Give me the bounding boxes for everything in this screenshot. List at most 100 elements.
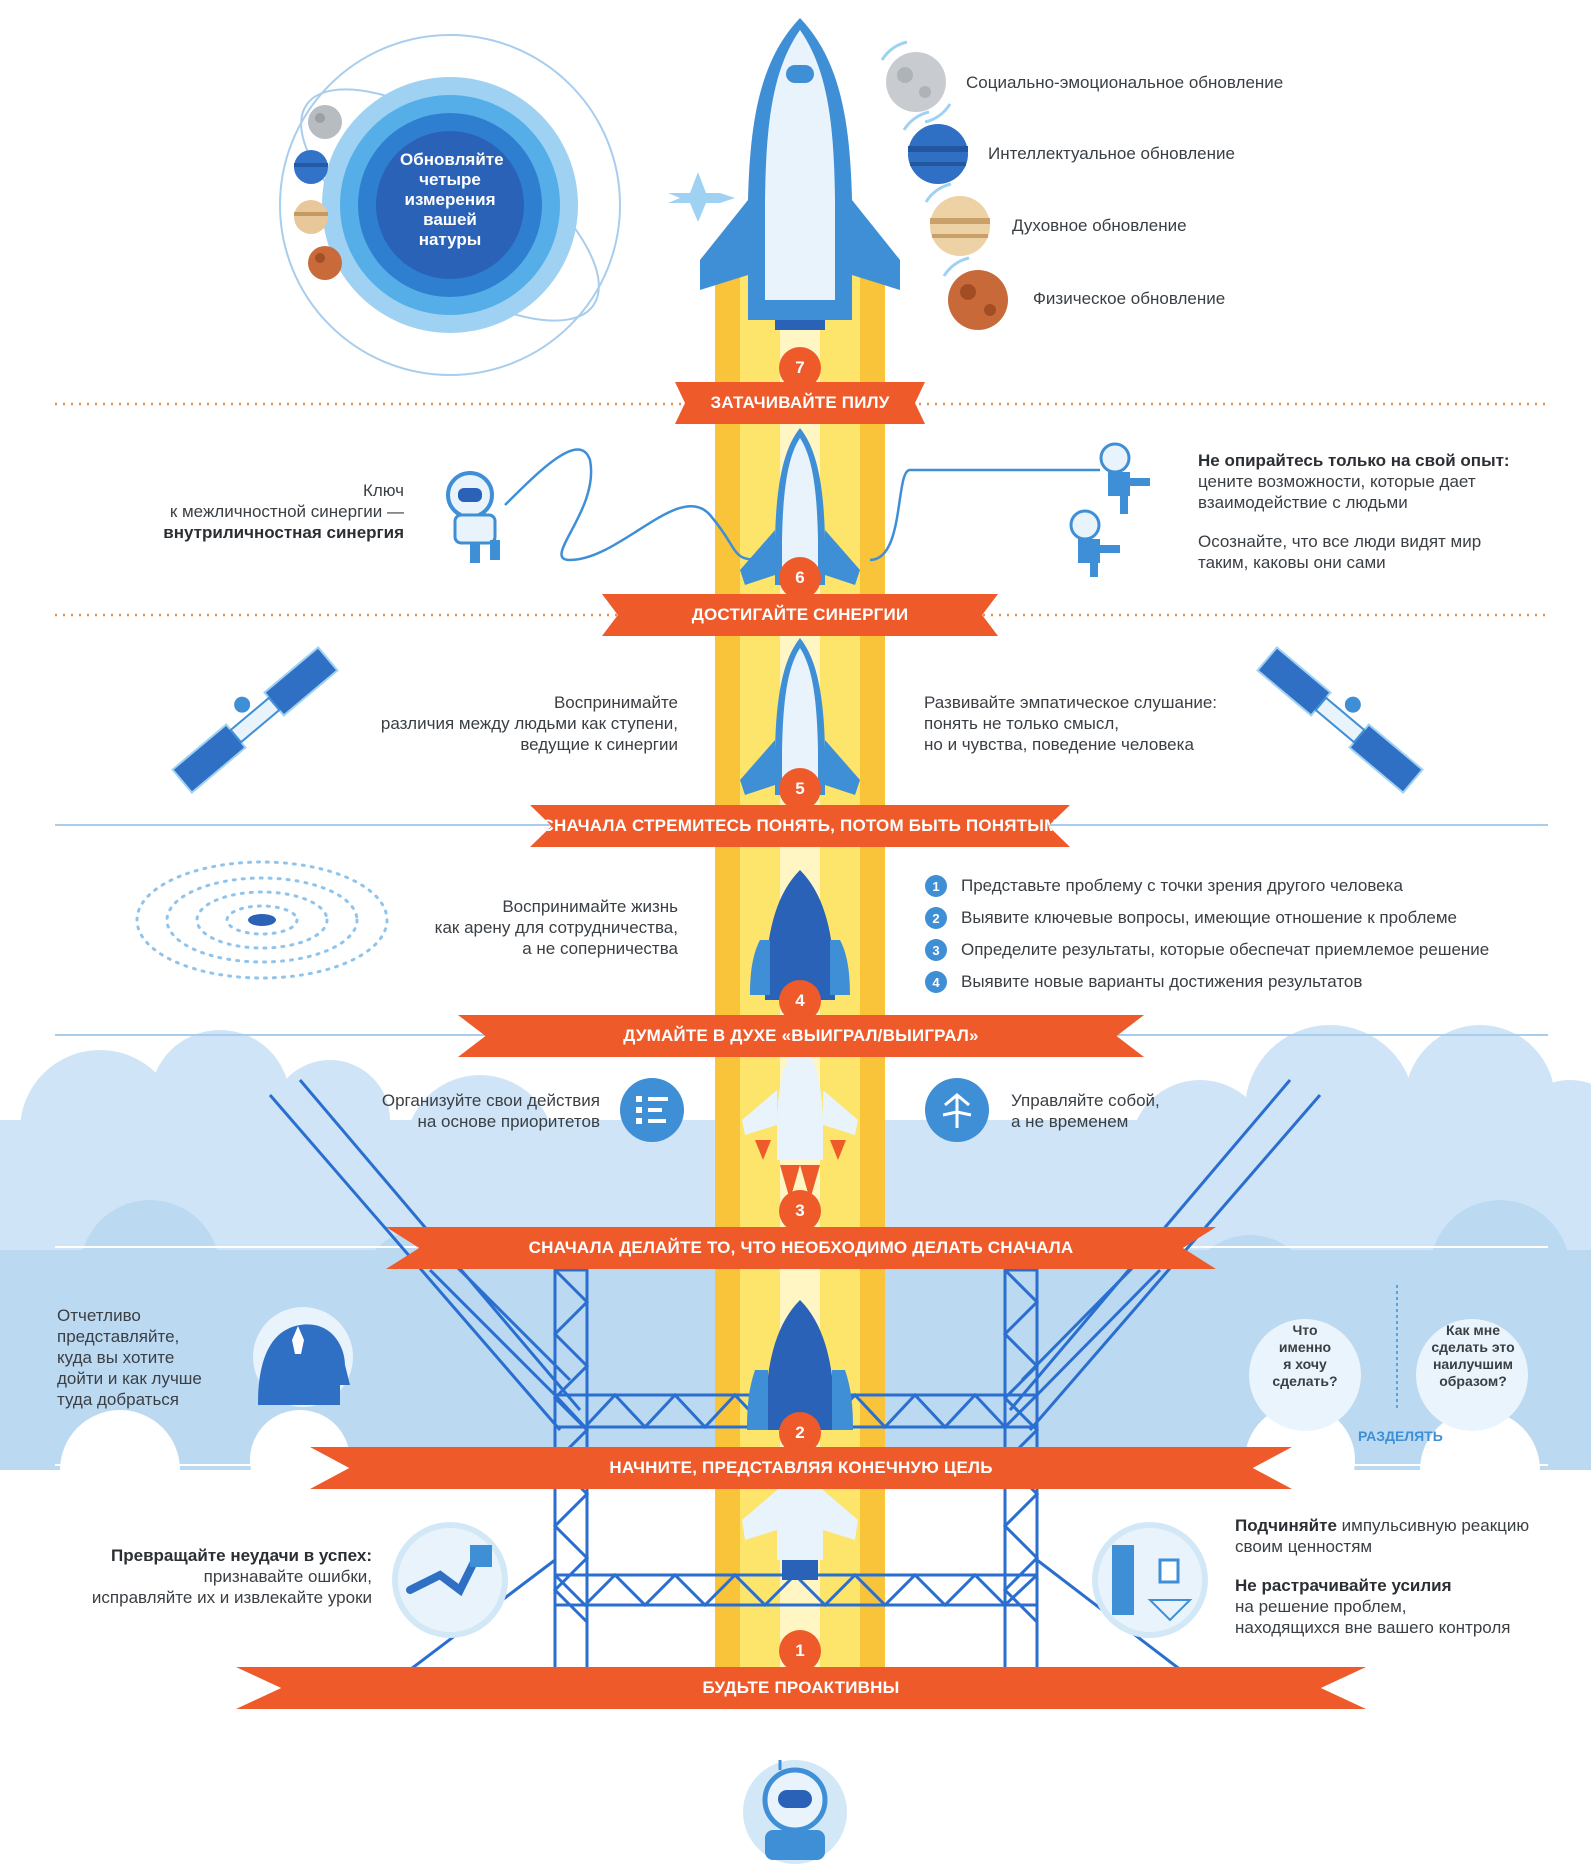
h6-right-line-1: Не опирайтесь только на свой опыт: (1198, 451, 1510, 470)
h1-left-text: Превращайте неудачи в успех: признавайте… (40, 1545, 372, 1608)
shuttle-1-icon (742, 1480, 858, 1580)
renewal-planets (880, 40, 1008, 330)
step-badge-2: 2 (925, 907, 947, 929)
h1-right-line-3: Не растрачивайте усилия (1235, 1576, 1452, 1595)
h4-step-4-text: Выявите новые варианты достижения резуль… (961, 972, 1363, 991)
habit-3-number: 3 (779, 1190, 821, 1232)
cloud1-line-3: я хочу (1283, 1356, 1327, 1372)
habit-1-number: 1 (779, 1630, 821, 1672)
h1-right-line-2: своим ценностям (1235, 1537, 1373, 1556)
h6-right-line-3: взаимодействие с людьми (1198, 493, 1408, 512)
habit-3-banner: СНАЧАЛА ДЕЛАЙТЕ ТО, ЧТО НЕОБХОДИМО ДЕЛАТ… (386, 1227, 1216, 1269)
h4-step-1: 1 Представьте проблему с точки зрения дру… (925, 870, 1489, 902)
astronaut-right-bottom-icon (1069, 509, 1120, 577)
h6-left-line-3: внутриличностная синергия (163, 523, 404, 542)
astronaut-bottom-icon (743, 1760, 847, 1864)
question-clouds (1249, 1285, 1528, 1431)
h4-step-3: 3 Определите результаты, которые обеспеча… (925, 934, 1489, 966)
h4-left-text: Воспринимайте жизнь как арену для сотруд… (400, 896, 678, 959)
h5-left-line-3: ведущие к синергии (520, 735, 678, 754)
habit-6-banner: ДОСТИГАЙТЕ СИНЕРГИИ (602, 594, 998, 636)
cloud-question-how: Как мне сделать это наилучшим образом? (1418, 1322, 1528, 1390)
h4-step-3-text: Определите результаты, которые обеспечат… (961, 940, 1490, 959)
h5-right-line-1: Развивайте эмпатическое слушание: (924, 693, 1218, 712)
renewal-label-spiritual: Духовное обновление (1012, 216, 1187, 235)
circle-line-3: измерения (404, 190, 496, 209)
h5-right-text: Развивайте эмпатическое слушание: понять… (924, 692, 1244, 755)
circle-line-2: четыре (419, 170, 481, 189)
habit-1-banner: БУДЬТЕ ПРОАКТИВНЫ (236, 1667, 1366, 1709)
h3-right-line-1: Управляйте собой, (1011, 1091, 1160, 1110)
astronaut-right-top-icon (1099, 442, 1150, 514)
h3-left-line-1: Организуйте свои действия (381, 1091, 600, 1110)
cloud1-line-1: Что (1292, 1322, 1318, 1338)
h4-steps-list: 1 Представьте проблему с точки зрения дру… (925, 870, 1489, 998)
h2-left-line-2: представляйте, (57, 1327, 180, 1346)
h5-right-line-2: понять не только смысл, (924, 714, 1119, 733)
h6-right-line-4: Осознайте, что все люди видят мир (1198, 532, 1482, 551)
repair-arm-icon (392, 1522, 508, 1638)
step-badge-1: 1 (925, 875, 947, 897)
step-badge-4: 4 (925, 971, 947, 993)
circle-line-4: вашей натуры (418, 210, 482, 249)
shuttle-3-icon (742, 1040, 858, 1200)
satellite-left-icon (171, 646, 339, 794)
cloud2-line-3: наилучшим (1432, 1356, 1514, 1372)
h3-right-text: Управляйте собой, а не временем (1011, 1090, 1251, 1132)
h1-right-line-5: находящихся вне вашего контроля (1235, 1618, 1511, 1637)
h2-left-line-5: туда добраться (57, 1390, 180, 1409)
self-management-icon (925, 1078, 989, 1142)
shuttle-7-icon (700, 18, 900, 330)
h3-right-line-2: а не временем (1011, 1112, 1129, 1131)
h1-right-line-4: на решение проблем, (1235, 1597, 1407, 1616)
h2-left-line-4: дойти и как лучше (57, 1369, 202, 1388)
rocket-4-icon (750, 870, 850, 1000)
renewal-label-social: Социально-эмоциональное обновление (966, 73, 1284, 92)
space-station-icon (1092, 1522, 1208, 1638)
h4-step-4: 4 Выявите новые варианты достижения резул… (925, 966, 1489, 998)
satellite-right-icon (1256, 646, 1424, 794)
cloud2-line-4: образом? (1439, 1373, 1507, 1389)
h6-left-line-1: Ключ (362, 481, 404, 500)
jet-icon (668, 172, 735, 222)
cloud1-line-2: именно (1278, 1339, 1332, 1355)
h2-left-text: Отчетливо представляйте, куда вы хотите … (57, 1305, 247, 1410)
head-vision-icon (253, 1307, 353, 1407)
orbit-planets (294, 105, 342, 280)
shuttle-6-icon (740, 428, 860, 585)
habit-7-banner: ЗАТАЧИВАЙТЕ ПИЛУ (675, 382, 925, 424)
h5-left-line-2: различия между людьми как ступени, (380, 714, 678, 733)
h1-right-text: Подчиняйте импульсивную реакцию своим це… (1235, 1515, 1575, 1638)
h4-left-line-2: как арену для сотрудничества, (434, 918, 678, 937)
h4-step-1-text: Представьте проблему с точки зрения друг… (961, 876, 1403, 895)
h6-left-text: Ключ к межличностной синергии — внутрили… (120, 480, 404, 543)
h1-left-line-1: Превращайте неудачи в успех: (111, 1546, 372, 1565)
renewal-label-intellectual: Интеллектуальное обновление (988, 144, 1235, 163)
h1-left-line-2: признавайте ошибки, (203, 1567, 372, 1586)
renewal-label-physical: Физическое обновление (1033, 289, 1226, 308)
h4-left-line-3: а не соперничества (522, 939, 678, 958)
h4-left-line-1: Воспринимайте жизнь (502, 897, 678, 916)
cloud1-line-4: сделать? (1272, 1373, 1338, 1389)
cloud-question-what: Что именно я хочу сделать? (1255, 1322, 1355, 1390)
circle-line-1: Обновляйте (400, 150, 504, 169)
h5-left-text: Воспринимайте различия между людьми как … (320, 692, 678, 755)
renewal-circle-text: Обновляйте четыре измерения вашей натуры (400, 150, 504, 250)
h5-right-line-3: но и чувства, поведение человека (924, 735, 1194, 754)
h1-right-line-1: Подчиняйте импульсивную реакцию (1235, 1516, 1530, 1535)
h4-step-2-text: Выявите ключевые вопросы, имеющие отноше… (961, 908, 1457, 927)
h6-right-text: Не опирайтесь только на свой опыт: ценит… (1198, 450, 1538, 573)
h6-right-line-2: цените возможности, которые дает (1198, 472, 1476, 491)
h2-left-line-3: куда вы хотите (57, 1348, 175, 1367)
step-badge-3: 3 (925, 939, 947, 961)
cloud2-line-1: Как мне (1446, 1322, 1500, 1338)
rocket-2-icon (747, 1300, 853, 1430)
h3-left-line-2: на основе приоритетов (417, 1112, 600, 1131)
h3-left-text: Организуйте свои действия на основе прио… (300, 1090, 600, 1132)
astronauts-tether (446, 442, 1150, 577)
h5-left-line-1: Воспринимайте (553, 693, 678, 712)
h1-left-line-3: исправляйте их и извлекайте уроки (91, 1588, 372, 1607)
shuttle-5-icon (740, 638, 860, 795)
priorities-list-icon (620, 1078, 684, 1142)
